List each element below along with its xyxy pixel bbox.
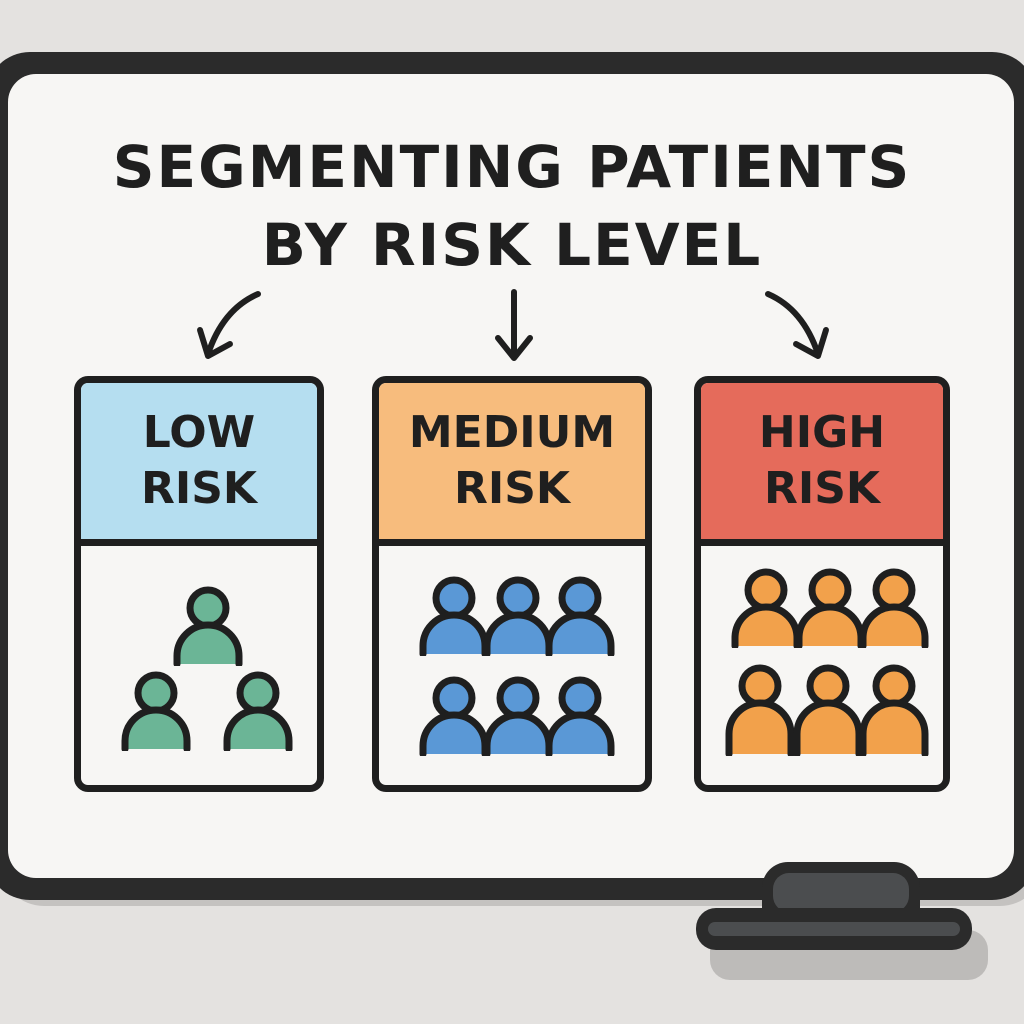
person-icon	[419, 576, 489, 656]
segment-card-high: HIGH RISK	[694, 376, 950, 792]
person-icon	[173, 586, 243, 666]
curved-arrow-icon	[765, 291, 829, 359]
person-icon	[731, 568, 801, 648]
segment-header-low: LOW RISK	[81, 383, 317, 546]
person-icon	[419, 676, 489, 756]
marker-tray-inner	[708, 922, 960, 936]
segment-label: RISK	[453, 463, 571, 514]
segment-label: RISK	[763, 463, 881, 514]
person-icon	[545, 576, 615, 656]
segment-body-low	[81, 546, 317, 785]
person-icon	[545, 676, 615, 756]
person-icon	[483, 576, 553, 656]
segment-label: RISK	[140, 463, 258, 514]
person-icon	[483, 676, 553, 756]
person-icon	[793, 664, 863, 756]
segment-label: HIGH	[758, 407, 886, 458]
eraser-face	[773, 873, 909, 912]
person-icon	[859, 568, 929, 648]
eraser	[762, 862, 920, 914]
segment-label: MEDIUM	[408, 407, 616, 458]
segment-label: LOW	[142, 407, 256, 458]
segment-body-medium	[379, 546, 645, 785]
curved-arrow-icon	[197, 291, 261, 359]
segment-card-low: LOW RISK	[74, 376, 324, 792]
segment-header-medium: MEDIUM RISK	[379, 383, 645, 546]
segment-body-high	[701, 546, 943, 785]
segment-header-high: HIGH RISK	[701, 383, 943, 546]
person-icon	[121, 671, 191, 751]
person-icon	[223, 671, 293, 751]
title-line-2: BY RISK LEVEL	[261, 211, 763, 279]
diagram-title: SEGMENTING PATIENTS BY RISK LEVEL	[0, 128, 1024, 284]
person-icon	[725, 664, 795, 756]
marker-tray	[696, 908, 972, 950]
title-line-1: SEGMENTING PATIENTS	[112, 133, 912, 201]
segment-card-medium: MEDIUM RISK	[372, 376, 652, 792]
person-icon	[795, 568, 865, 648]
straight-arrow-icon	[495, 289, 533, 361]
person-icon	[859, 664, 929, 756]
